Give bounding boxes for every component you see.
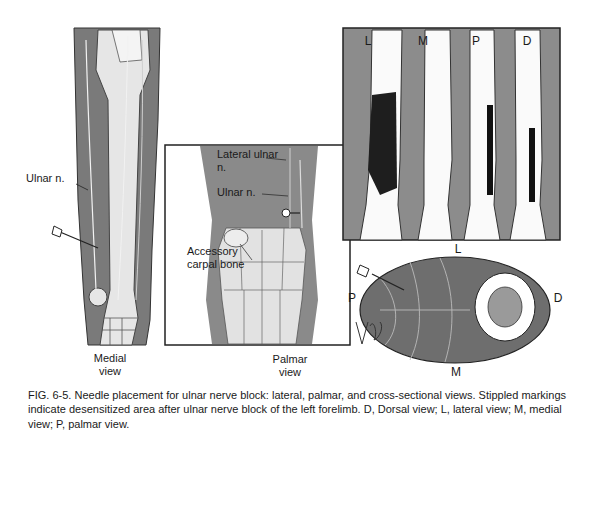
view-letter: P	[346, 292, 358, 306]
view-letter: M	[416, 35, 430, 49]
view-letter: D	[520, 35, 534, 49]
bone-label: Accessory carpal bone	[187, 245, 253, 270]
figure-caption: FIG. 6-5. Needle placement for ulnar ner…	[28, 388, 568, 431]
nerve-label: Ulnar n.	[26, 172, 76, 185]
view-letter: D	[552, 292, 564, 306]
nerve-label: Lateral ulnar n.	[217, 148, 279, 173]
nerve-label: Ulnar n.	[217, 186, 277, 199]
view-letter: L	[452, 243, 464, 257]
view-label: Palmar view	[265, 353, 315, 378]
view-panel: LMPD	[343, 28, 560, 240]
view-letter: M	[449, 366, 463, 380]
view-letter: P	[469, 35, 483, 49]
view-letter: L	[361, 35, 375, 49]
view-label: Medial view	[88, 352, 132, 377]
palmar-inset: Lateral ulnar n. Ulnar n. Accessory carpal…	[165, 145, 350, 345]
